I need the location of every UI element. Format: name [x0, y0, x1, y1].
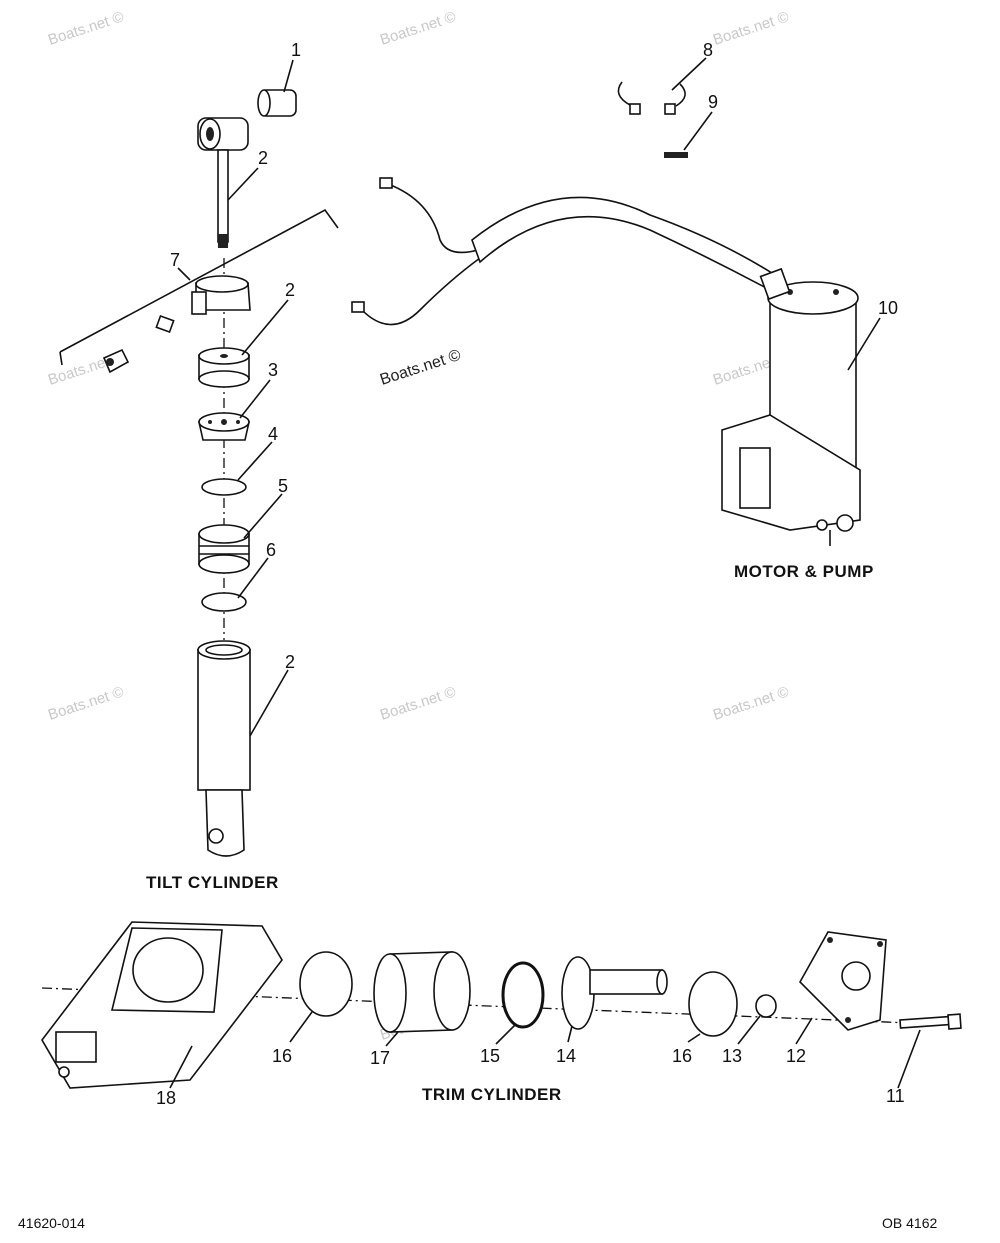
callout-15: 15: [480, 1046, 500, 1066]
bolt-part-11: [899, 1013, 962, 1030]
leader-lines: [169, 57, 921, 1089]
callout-12: 12: [786, 1046, 806, 1066]
wire-lead: [359, 257, 481, 326]
callout-16: 16: [272, 1046, 292, 1066]
trim-cylinder-label: TRIM CYLINDER: [422, 1085, 562, 1104]
piston-rod-part-2: [197, 117, 249, 248]
o-ring-part-13: [755, 994, 777, 1018]
cylinder-body-part-2: [197, 640, 251, 857]
callout-13: 13: [722, 1046, 742, 1066]
washer-part-2: [198, 347, 250, 388]
callout-18: 18: [156, 1088, 176, 1108]
piston-part-5: [198, 524, 250, 574]
callout-4: 4: [268, 424, 278, 444]
o-ring-part-6: [201, 592, 247, 612]
wire-clips-part-8: [617, 81, 686, 115]
callout-17: 17: [370, 1048, 390, 1068]
drawing-number: 41620-014: [18, 1215, 85, 1231]
manifold-part-18: [41, 921, 283, 1089]
callout-2: 2: [285, 652, 295, 672]
callout-7: 7: [170, 250, 180, 270]
watermark: Boats.net ©: [378, 683, 458, 723]
cylinder-head-part-3: [198, 412, 250, 441]
o-ring-part-16: [688, 971, 738, 1037]
watermark: Boats.net ©: [711, 8, 791, 48]
sleeve-part-17: [373, 951, 471, 1033]
watermark: Boats.net ©: [378, 8, 458, 48]
callout-16: 16: [672, 1046, 692, 1066]
trim-cylinder-assembly: [41, 921, 962, 1089]
trim-axis-line: [41, 987, 961, 1026]
callout-5: 5: [278, 476, 288, 496]
callout-1: 1: [291, 40, 301, 60]
clamp-bracket-part-7: [59, 208, 339, 374]
watermark-primary: Boats.net ©: [378, 347, 463, 389]
callout-3: 3: [268, 360, 278, 380]
bushing-part-1: [257, 89, 297, 117]
o-ring-part-16: [299, 951, 353, 1017]
screw-part-9: [664, 152, 688, 158]
callout-14: 14: [556, 1046, 576, 1066]
tilt-cylinder-assembly: [59, 89, 339, 857]
callout-8: 8: [703, 40, 713, 60]
watermark: Boats.net ©: [46, 8, 126, 48]
wire-terminal: [351, 301, 365, 313]
watermark: Boats.net ©: [46, 683, 126, 723]
motor-pump-assembly: [351, 177, 861, 546]
wire-lead: [387, 183, 479, 254]
end-cap-part-12: [799, 931, 887, 1031]
wire-terminal: [379, 177, 393, 189]
piston-part-14: [561, 956, 668, 1030]
callout-10: 10: [878, 298, 898, 318]
callout-11: 11: [886, 1086, 905, 1106]
watermark: Boats.net ©: [711, 683, 791, 723]
o-ring-part-15: [501, 961, 545, 1029]
figure-reference: OB 4162: [882, 1215, 937, 1231]
callout-2: 2: [258, 148, 268, 168]
motor-pump-label: MOTOR & PUMP: [734, 562, 874, 581]
callout-labels: 1 2 7 2 3 4 5 6 2 8 9 10 16 17 15 14 16 …: [156, 40, 905, 1108]
wire-harness-sleeve: [471, 196, 776, 292]
tilt-cylinder-label: TILT CYLINDER: [146, 873, 279, 892]
callout-6: 6: [266, 540, 276, 560]
callout-9: 9: [708, 92, 718, 112]
o-ring-part-4: [201, 478, 247, 496]
callout-2: 2: [285, 280, 295, 300]
